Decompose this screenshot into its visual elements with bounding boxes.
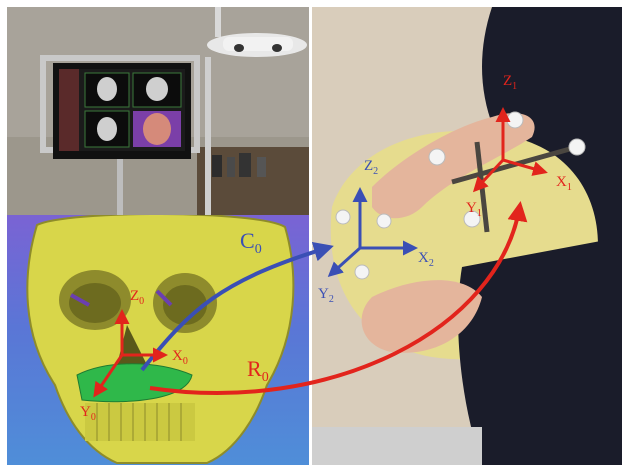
skull-render-graphic bbox=[7, 215, 309, 465]
monitor-photo bbox=[7, 7, 309, 215]
skull-render bbox=[7, 215, 309, 465]
hands-skull-photo bbox=[312, 7, 622, 465]
monitor-scene bbox=[7, 7, 309, 215]
hands-scene bbox=[312, 7, 622, 465]
